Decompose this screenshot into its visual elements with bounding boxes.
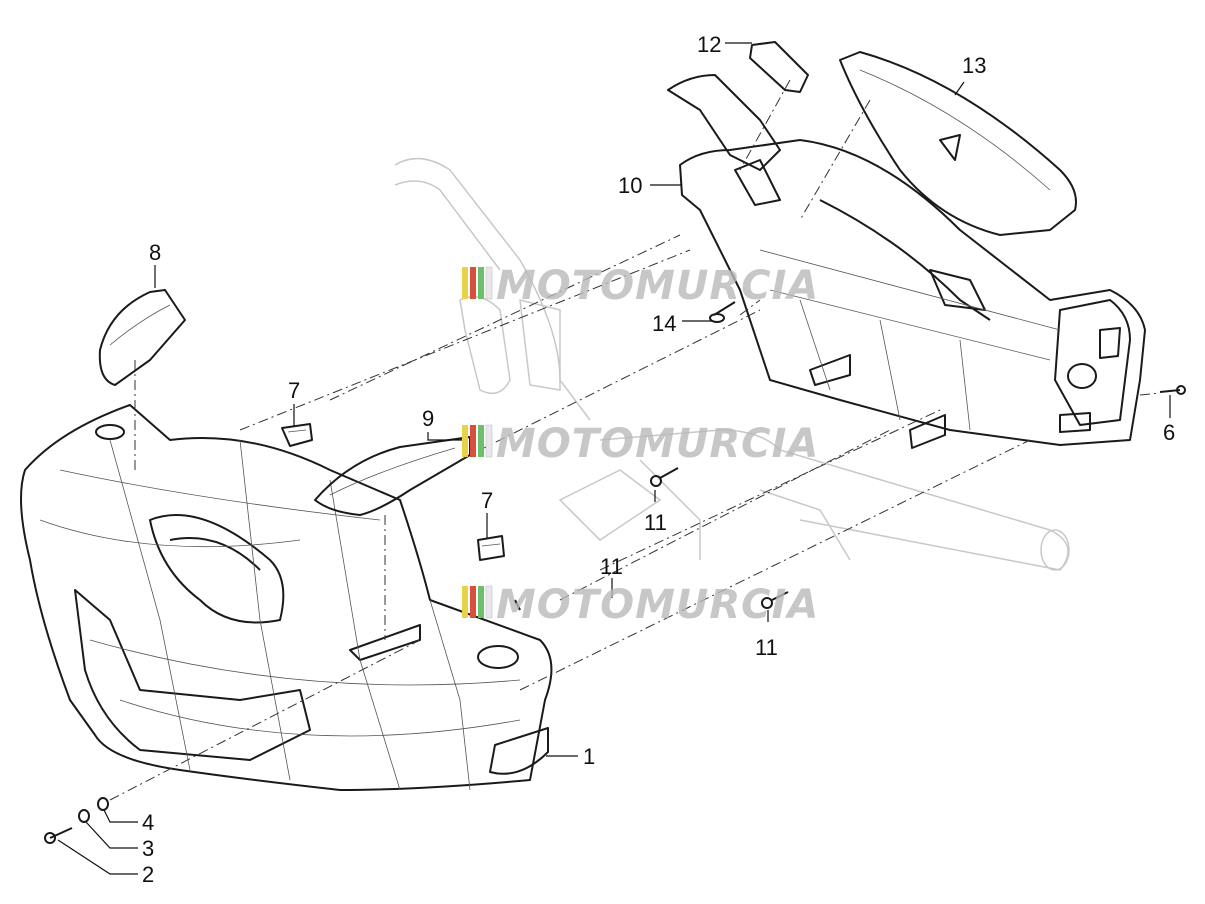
part-screw-11-middle [514,599,521,611]
watermark-bottom: MOTOMURCIA [462,582,819,628]
label-part-9: 9 [422,406,434,431]
watermark-stripe [478,425,484,457]
label-part-1: 1 [583,744,595,769]
watermark-text: MOTOMURCIA [496,263,819,309]
label-part-13: 13 [962,53,986,78]
watermark-stripe [462,586,468,618]
watermark-text: MOTOMURCIA [496,421,819,467]
part-cover-piece-8 [98,289,186,386]
part-front-cover [20,404,553,791]
part-washer-3 [78,809,90,823]
part-clip-7-lower [477,535,505,561]
label-part-11-lower: 11 [755,635,778,660]
watermark-stripe [462,267,468,299]
watermark-stripe [478,267,484,299]
part-washer-4 [97,797,109,811]
watermark-middle: MOTOMURCIA [462,421,819,467]
watermark-text: MOTOMURCIA [496,582,819,628]
part-screw-14 [709,301,736,323]
label-part-4: 4 [142,810,154,835]
label-part-14: 14 [652,311,676,336]
part-number-labels: 1 2 3 4 6 7 7 8 9 10 11 11 11 12 13 14 [142,32,1175,887]
part-bolt-2 [44,827,73,844]
part-rear-cover [667,74,1146,449]
label-part-7-upper: 7 [288,378,300,403]
part-clip-7-upper [281,423,313,447]
label-part-2: 2 [142,862,154,887]
part-cover-piece-9 [314,436,471,516]
watermark-stripe [462,425,468,457]
watermark-stripe [485,424,493,458]
watermark-stripe [470,586,476,618]
label-part-12: 12 [697,32,721,57]
label-part-11-upper: 11 [644,510,667,535]
part-screw-11-lower [761,591,789,609]
label-part-10: 10 [618,173,642,198]
watermark-stripe [470,267,476,299]
part-cap-12 [749,41,809,93]
assembly-lines [109,79,1161,801]
part-screw-6 [1159,385,1186,395]
watermark-top: MOTOMURCIA [462,263,819,309]
label-part-3: 3 [142,836,154,861]
part-screw-11-upper [650,467,679,487]
label-part-11-middle: 11 [600,554,623,579]
part-top-cover-13 [839,51,1077,236]
watermark-stripe [485,585,493,619]
leader-lines [57,42,1171,875]
watermark-stripe [485,266,493,300]
watermark-stripe [470,425,476,457]
label-part-8: 8 [149,240,161,265]
label-part-6: 6 [1163,420,1175,445]
label-part-7-lower: 7 [481,488,493,513]
watermark-stripe [478,586,484,618]
